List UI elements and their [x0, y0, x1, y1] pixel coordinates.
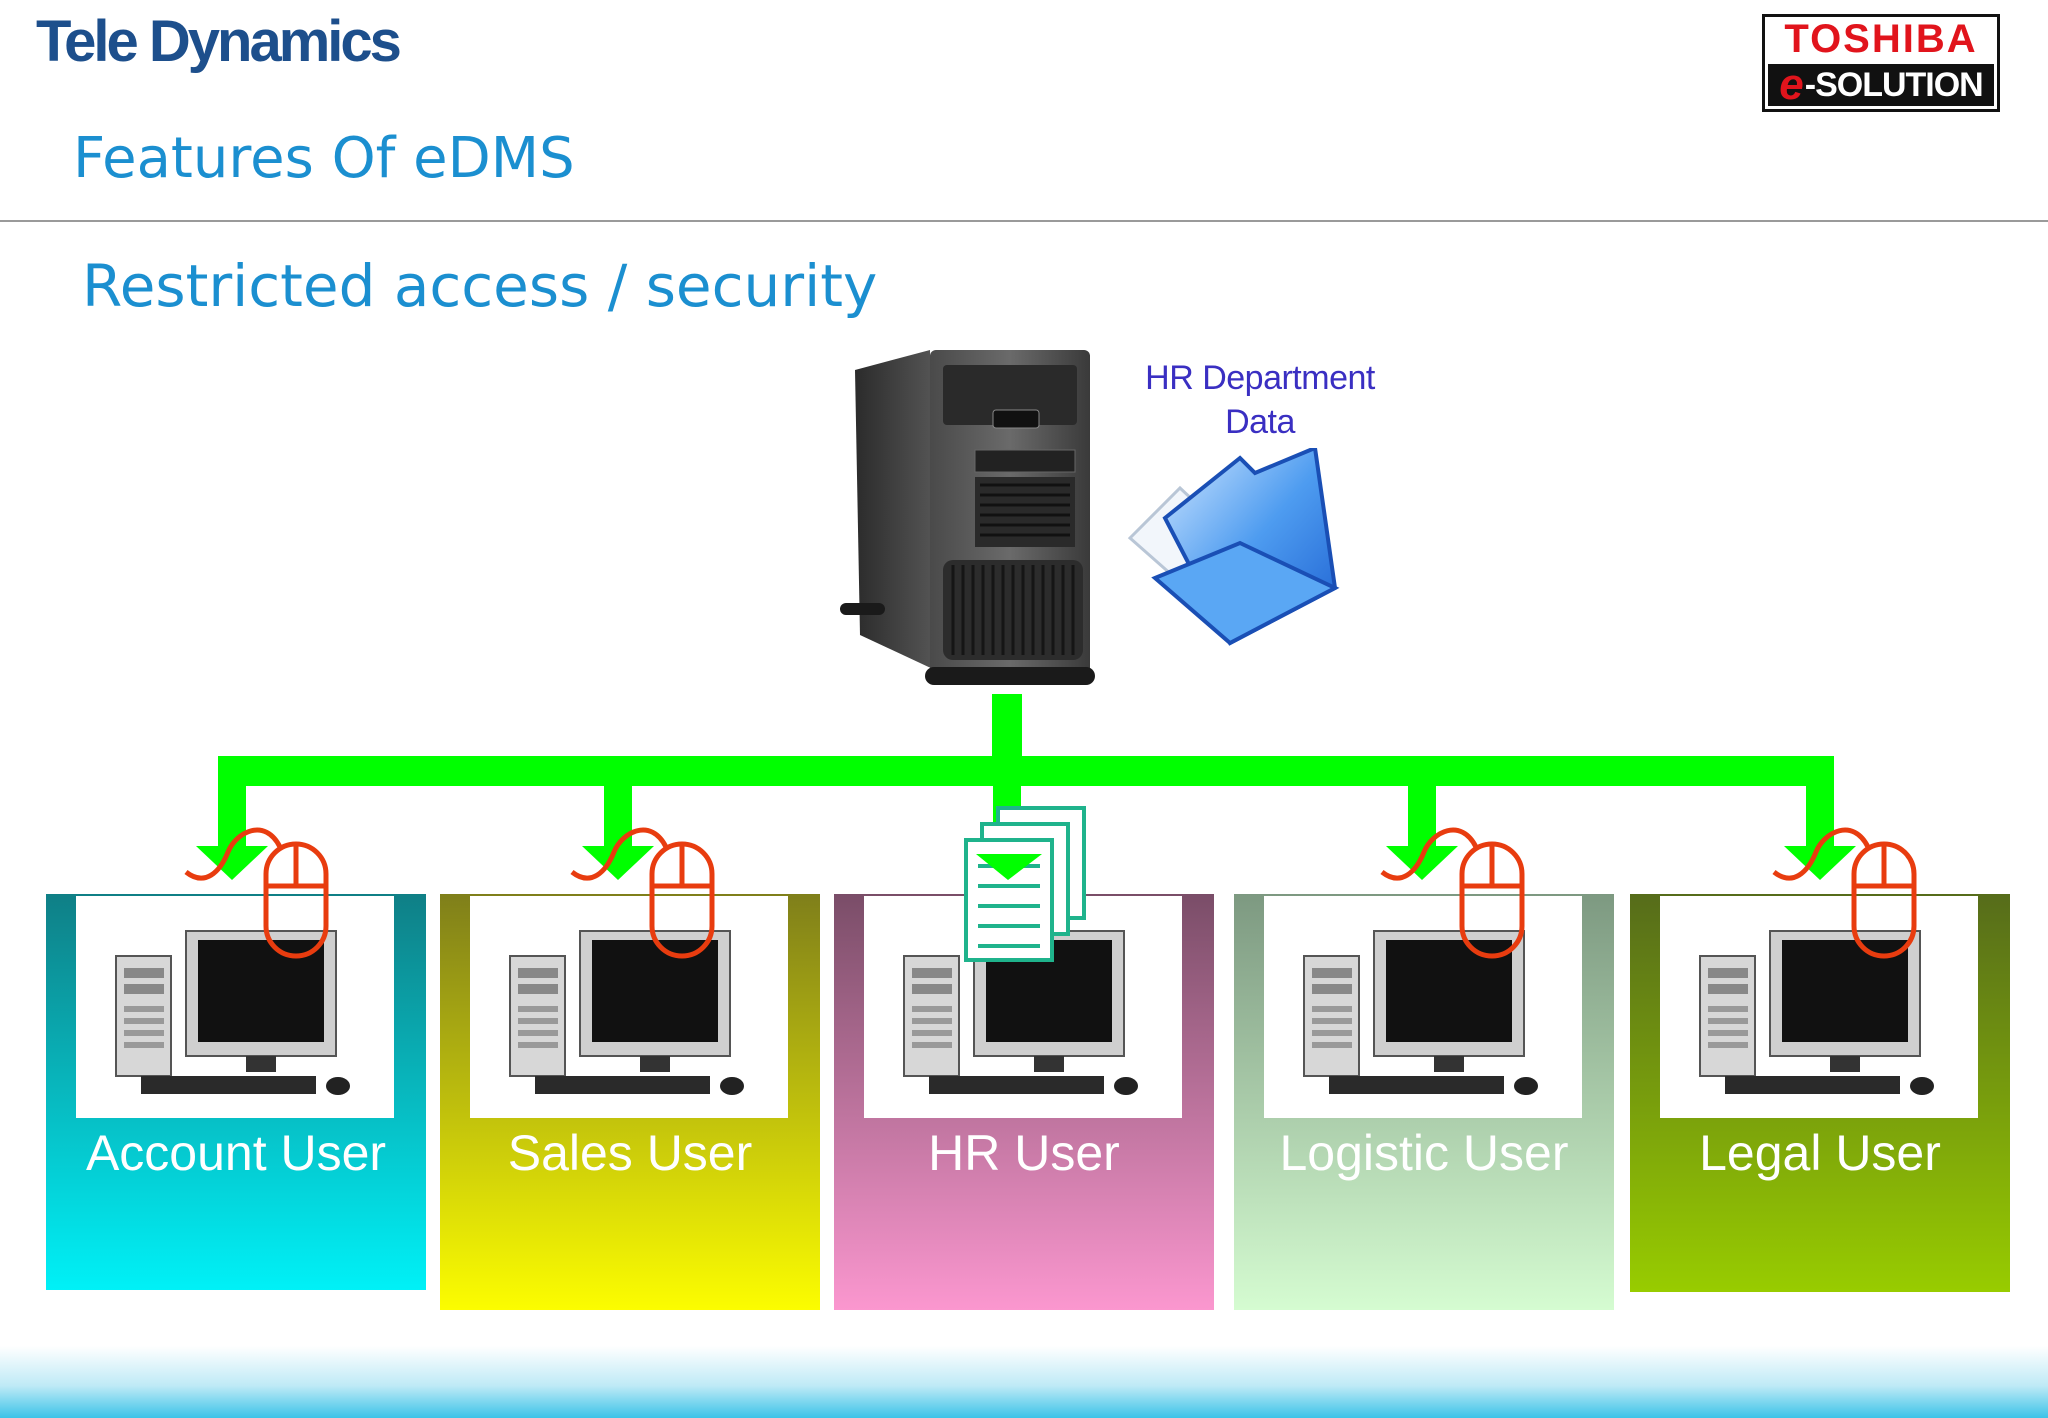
slide-subtitle: Restricted access / security — [82, 252, 878, 320]
slide-title: Features Of eDMS — [73, 126, 575, 191]
workstation-icon — [1303, 930, 1538, 1095]
workstation-icon — [115, 930, 350, 1095]
documents-icon — [964, 806, 1086, 962]
bus-line — [218, 756, 1834, 786]
drop-legal — [1806, 756, 1834, 846]
hr-data-label-line1: HR Department — [1145, 359, 1375, 397]
hr-data-label-line2: Data — [1225, 403, 1295, 441]
logo-wordmark: TOSHIBA — [1784, 16, 1978, 61]
user-label: Legal User — [1699, 1125, 1941, 1181]
mouse-icon — [1380, 827, 1525, 959]
workstation-panel — [1264, 896, 1582, 1118]
user-label: Account User — [85, 1125, 387, 1181]
workstation-icon — [509, 930, 744, 1095]
arrow-logistic — [1386, 846, 1458, 880]
network-lines — [196, 694, 1856, 880]
arrow-account — [196, 846, 268, 880]
folder-icon — [1127, 448, 1340, 646]
user-label: HR User — [928, 1125, 1120, 1181]
toshiba-logo: TOSHIBA e-SOLUTION — [1762, 14, 2000, 112]
drop-sales — [604, 756, 632, 846]
user-label: Logistic User — [1279, 1125, 1569, 1181]
user-box-sales[interactable]: Sales User — [440, 894, 820, 1310]
workstation-panel — [470, 896, 788, 1118]
mouse-icon — [184, 827, 329, 959]
logo-e: e — [1779, 60, 1804, 109]
hr-data-label: HR Department Data — [1110, 356, 1410, 444]
logo-tagline: e-SOLUTION — [1768, 60, 1994, 109]
mouse-icon — [1772, 827, 1917, 959]
user-box-hr[interactable]: HR User — [834, 894, 1214, 1310]
server-icon — [840, 350, 1095, 685]
drop-logistic — [1408, 756, 1436, 846]
brand-name: Tele Dynamics — [36, 9, 402, 74]
user-box-account[interactable]: Account User — [46, 894, 426, 1290]
mouse-icon — [570, 827, 715, 959]
logo-solution: -SOLUTION — [1804, 65, 1984, 104]
user-box-logistic[interactable]: Logistic User — [1234, 894, 1614, 1310]
title-divider — [0, 220, 2048, 222]
trunk-line — [992, 694, 1022, 764]
user-label: Sales User — [507, 1125, 753, 1181]
workstation-panel — [864, 896, 1182, 1118]
arrow-sales — [582, 846, 654, 880]
arrow-legal — [1784, 846, 1856, 880]
user-box-legal[interactable]: Legal User — [1630, 894, 2010, 1292]
workstation-panel — [76, 896, 394, 1118]
footer-band — [0, 1346, 2048, 1418]
drop-account — [218, 756, 246, 846]
